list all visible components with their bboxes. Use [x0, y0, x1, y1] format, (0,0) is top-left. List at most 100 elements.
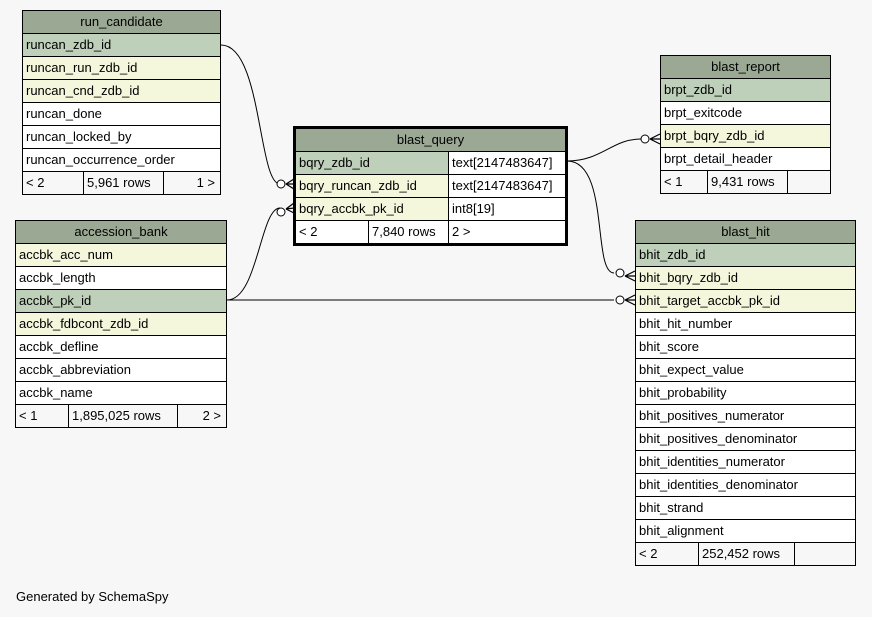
column-name: brpt_bqry_zdb_id	[664, 128, 765, 143]
table-run-candidate[interactable]: run_candidate runcan_zdb_id runcan_run_z…	[22, 10, 221, 195]
column-name: accbk_length	[19, 270, 96, 285]
edge-accbk-to-bqry	[226, 207, 281, 301]
parents-link[interactable]: < 2	[639, 546, 658, 561]
table-footer: < 2 7,840 rows 2 >	[296, 221, 565, 243]
column-name: brpt_exitcode	[664, 105, 743, 120]
table-accession-bank[interactable]: accession_bank accbk_acc_num accbk_lengt…	[15, 220, 227, 428]
column-row[interactable]: bqry_zdb_id text[2147483647]	[296, 152, 565, 175]
column-type: text[2147483647]	[448, 175, 565, 197]
column-name: runcan_cnd_zdb_id	[26, 83, 140, 98]
column-name: bhit_zdb_id	[639, 247, 706, 262]
children-link[interactable]: 2 >	[448, 221, 565, 243]
row-count: 9,431 rows	[707, 171, 787, 193]
column-name: accbk_name	[19, 385, 93, 400]
parents-link[interactable]: < 2	[26, 175, 45, 190]
column-row[interactable]: accbk_abbreviation	[16, 359, 226, 382]
column-row[interactable]: bhit_alignment	[636, 520, 855, 543]
parents-link[interactable]: < 2	[299, 224, 318, 239]
column-row[interactable]: bhit_bqry_zdb_id	[636, 267, 855, 290]
column-row[interactable]: brpt_zdb_id	[661, 79, 830, 102]
column-name: bhit_strand	[639, 500, 704, 515]
column-row[interactable]: runcan_run_zdb_id	[23, 57, 220, 80]
optional-marker	[276, 207, 286, 217]
children-link[interactable]: 1 >	[163, 172, 220, 194]
column-name: brpt_detail_header	[664, 151, 773, 166]
table-blast-hit[interactable]: blast_hit bhit_zdb_id bhit_bqry_zdb_id b…	[635, 220, 856, 566]
column-row[interactable]: bhit_positives_numerator	[636, 405, 855, 428]
column-row[interactable]: accbk_fdbcont_zdb_id	[16, 313, 226, 336]
column-row[interactable]: runcan_cnd_zdb_id	[23, 80, 220, 103]
column-name: bqry_accbk_pk_id	[296, 198, 448, 220]
column-row[interactable]: bhit_probability	[636, 382, 855, 405]
optional-marker	[615, 295, 625, 305]
column-row[interactable]: runcan_zdb_id	[23, 34, 220, 57]
edge-bqry-to-brpt	[566, 138, 642, 162]
children-link[interactable]	[794, 543, 855, 565]
column-name: bqry_zdb_id	[296, 152, 448, 174]
column-row[interactable]: accbk_pk_id	[16, 290, 226, 313]
generated-by-credit: Generated by SchemaSpy	[16, 589, 169, 604]
column-name: accbk_defline	[19, 339, 99, 354]
table-blast-report[interactable]: blast_report brpt_zdb_id brpt_exitcode b…	[660, 55, 831, 194]
crowfoot-marker	[649, 133, 661, 145]
column-row[interactable]: runcan_done	[23, 103, 220, 126]
column-row[interactable]: runcan_locked_by	[23, 126, 220, 149]
optional-marker	[615, 268, 625, 278]
children-link[interactable]: 2 >	[177, 405, 226, 427]
table-title[interactable]: accession_bank	[16, 221, 226, 244]
column-row[interactable]: bqry_runcan_zdb_id text[2147483647]	[296, 175, 565, 198]
column-name: runcan_run_zdb_id	[26, 60, 138, 75]
table-title[interactable]: blast_report	[661, 56, 830, 79]
column-row[interactable]: bhit_zdb_id	[636, 244, 855, 267]
column-row[interactable]: bhit_identities_denominator	[636, 474, 855, 497]
column-name: bhit_identities_denominator	[639, 477, 798, 492]
optional-marker	[276, 179, 286, 189]
row-count: 7,840 rows	[368, 221, 448, 243]
children-link[interactable]	[787, 171, 830, 193]
column-name: accbk_pk_id	[19, 293, 92, 308]
row-count: 1,895,025 rows	[68, 405, 177, 427]
column-name: brpt_zdb_id	[664, 82, 732, 97]
column-name: runcan_occurrence_order	[26, 152, 175, 167]
column-row[interactable]: accbk_length	[16, 267, 226, 290]
column-type: int8[19]	[448, 198, 565, 220]
column-row[interactable]: bqry_accbk_pk_id int8[19]	[296, 198, 565, 221]
column-row[interactable]: brpt_detail_header	[661, 148, 830, 171]
parents-link[interactable]: < 1	[664, 174, 683, 189]
column-row[interactable]: bhit_positives_denominator	[636, 428, 855, 451]
column-type: text[2147483647]	[448, 152, 565, 174]
crowfoot-marker	[624, 294, 636, 306]
parents-link[interactable]: < 1	[19, 408, 38, 423]
column-name: bhit_probability	[639, 385, 727, 400]
column-name: bhit_bqry_zdb_id	[639, 270, 739, 285]
column-row[interactable]: accbk_name	[16, 382, 226, 405]
table-blast-query[interactable]: blast_query bqry_zdb_id text[2147483647]…	[293, 126, 568, 246]
table-title[interactable]: run_candidate	[23, 11, 220, 34]
column-name: bhit_positives_numerator	[639, 408, 785, 423]
column-row[interactable]: accbk_defline	[16, 336, 226, 359]
column-row[interactable]: brpt_bqry_zdb_id	[661, 125, 830, 148]
row-count: 5,961 rows	[83, 172, 163, 194]
table-footer: < 1 9,431 rows	[661, 171, 830, 193]
column-name: bhit_score	[639, 339, 699, 354]
column-row[interactable]: bhit_score	[636, 336, 855, 359]
column-row[interactable]: runcan_occurrence_order	[23, 149, 220, 172]
column-row[interactable]: accbk_acc_num	[16, 244, 226, 267]
table-title[interactable]: blast_hit	[636, 221, 855, 244]
column-name: runcan_locked_by	[26, 129, 132, 144]
column-row[interactable]: bhit_hit_number	[636, 313, 855, 336]
column-row[interactable]: brpt_exitcode	[661, 102, 830, 125]
column-row[interactable]: bhit_expect_value	[636, 359, 855, 382]
column-name: accbk_fdbcont_zdb_id	[19, 316, 149, 331]
column-row[interactable]: bhit_strand	[636, 497, 855, 520]
column-name: accbk_abbreviation	[19, 362, 132, 377]
table-title[interactable]: blast_query	[296, 129, 565, 152]
column-name: bhit_expect_value	[639, 362, 744, 377]
edge-bqry-to-bhit	[566, 160, 615, 274]
column-row[interactable]: bhit_target_accbk_pk_id	[636, 290, 855, 313]
column-name: bhit_positives_denominator	[639, 431, 798, 446]
table-footer: < 2 5,961 rows 1 >	[23, 172, 220, 194]
table-footer: < 1 1,895,025 rows 2 >	[16, 405, 226, 427]
column-name: bhit_hit_number	[639, 316, 733, 331]
column-row[interactable]: bhit_identities_numerator	[636, 451, 855, 474]
